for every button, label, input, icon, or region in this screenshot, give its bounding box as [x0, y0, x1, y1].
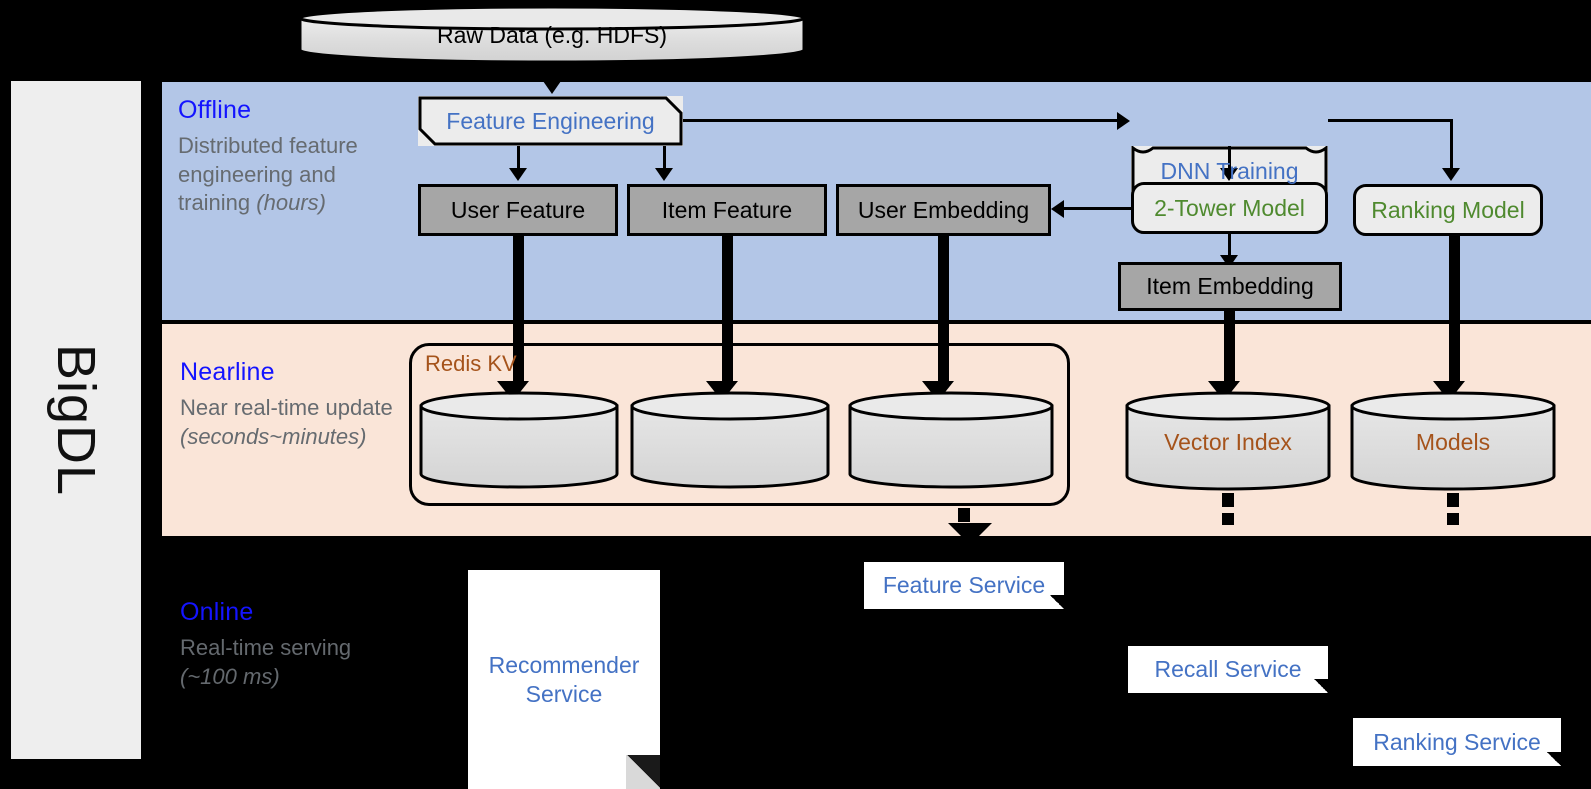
dnn-training-label: DNN Training — [1160, 157, 1299, 184]
item-feature-store-cylinder[interactable] — [629, 390, 831, 490]
bigdl-platform-sidebar: BigDL — [8, 78, 144, 762]
ranking-service-note[interactable]: Ranking Service — [1353, 718, 1561, 766]
connector-rawdata-fe — [551, 64, 554, 84]
connector-fe-dnn — [683, 119, 1118, 122]
models-cylinder[interactable]: Models — [1349, 390, 1557, 492]
offline-subtitle: Distributed feature engineering and trai… — [178, 133, 358, 216]
user-embedding-store-cylinder[interactable] — [847, 390, 1055, 490]
item-embedding-node[interactable]: Item Embedding — [1118, 262, 1342, 311]
page-fold-icon — [1547, 752, 1561, 766]
feature-engineering-label: Feature Engineering — [446, 107, 655, 134]
dash-models-1 — [1447, 493, 1459, 507]
ranking-model-label: Ranking Model — [1371, 196, 1525, 223]
vector-index-cylinder[interactable]: Vector Index — [1124, 390, 1332, 492]
pipe-itemfeature-store — [722, 236, 733, 386]
arrowhead-redis-featureservice — [948, 523, 992, 545]
bigdl-platform-label: BigDL — [46, 343, 107, 497]
feature-service-label: Feature Service — [882, 572, 1046, 599]
pipe-itemembedding-vectorindex — [1224, 311, 1235, 386]
connector-dnn-rankingmodel-v — [1450, 119, 1453, 171]
redis-kv-label: Redis KV — [425, 351, 517, 376]
feature-service-note[interactable]: Feature Service — [864, 562, 1064, 609]
offline-title: Offline — [178, 96, 252, 124]
user-feature-node[interactable]: User Feature — [418, 184, 618, 236]
connector-dnn-rankingmodel-h — [1328, 119, 1453, 122]
recall-service-note[interactable]: Recall Service — [1128, 646, 1328, 693]
arrowhead-fe-dnn — [1117, 112, 1130, 130]
connector-fe-itemfeature — [663, 146, 666, 171]
page-fold-icon — [1314, 679, 1328, 693]
arrowhead-twotower-userembedding — [1051, 200, 1064, 218]
user-feature-label: User Feature — [450, 196, 586, 223]
connector-twotower-itemembedding — [1228, 234, 1231, 258]
recommender-service-label: Recommender Service — [488, 651, 640, 707]
online-title: Online — [180, 598, 254, 626]
dash-models-2 — [1447, 513, 1459, 525]
recommender-service-note[interactable]: Recommender Service — [468, 570, 660, 789]
page-fold-icon — [1050, 595, 1064, 609]
item-feature-node[interactable]: Item Feature — [627, 184, 827, 236]
two-tower-model-label: 2-Tower Model — [1154, 194, 1305, 221]
offline-band-label: Offline Distributed feature engineering … — [178, 96, 393, 218]
online-band-label: Online Real-time serving (~100 ms) — [180, 598, 395, 691]
pipe-rankingmodel-models — [1449, 236, 1460, 386]
pipe-userfeature-store — [513, 236, 524, 386]
recall-service-label: Recall Service — [1154, 656, 1302, 683]
nearline-subtitle: Near real-time update (seconds~minutes) — [180, 395, 393, 449]
connector-twotower-userembedding — [1064, 207, 1134, 210]
arrowhead-dnn-twotower — [1220, 168, 1238, 181]
arrowhead-dnn-rankingmodel — [1442, 168, 1460, 181]
nearline-band-label: Nearline Near real-time update (seconds~… — [180, 358, 410, 451]
feature-engineering-node[interactable]: Feature Engineering — [418, 96, 683, 146]
nearline-title: Nearline — [180, 358, 275, 386]
item-feature-label: Item Feature — [661, 196, 793, 223]
user-embedding-label: User Embedding — [857, 196, 1030, 223]
user-feature-store-cylinder[interactable] — [418, 390, 620, 490]
redis-kv-group — [409, 343, 1070, 506]
dash-vectorindex-2 — [1222, 513, 1234, 525]
arrowhead-rawdata-fe — [543, 81, 561, 94]
connector-fe-userfeature — [517, 146, 520, 171]
dash-vectorindex-1 — [1222, 493, 1234, 507]
online-subtitle: Real-time serving (~100 ms) — [180, 635, 352, 689]
raw-data-cylinder: Raw Data (e.g. HDFS) — [297, 4, 807, 64]
ranking-service-label: Ranking Service — [1373, 728, 1541, 755]
two-tower-model-node[interactable]: 2-Tower Model — [1131, 182, 1328, 234]
page-fold-icon — [626, 755, 660, 789]
arrowhead-fe-userfeature — [509, 168, 527, 181]
dash-featureservice-1 — [958, 508, 970, 522]
pipe-userembedding-store — [938, 236, 949, 386]
arrowhead-fe-itemfeature — [655, 168, 673, 181]
connector-dnn-twotower — [1228, 146, 1231, 171]
item-embedding-label: Item Embedding — [1146, 273, 1314, 300]
user-embedding-node[interactable]: User Embedding — [836, 184, 1051, 236]
ranking-model-node[interactable]: Ranking Model — [1353, 184, 1543, 236]
